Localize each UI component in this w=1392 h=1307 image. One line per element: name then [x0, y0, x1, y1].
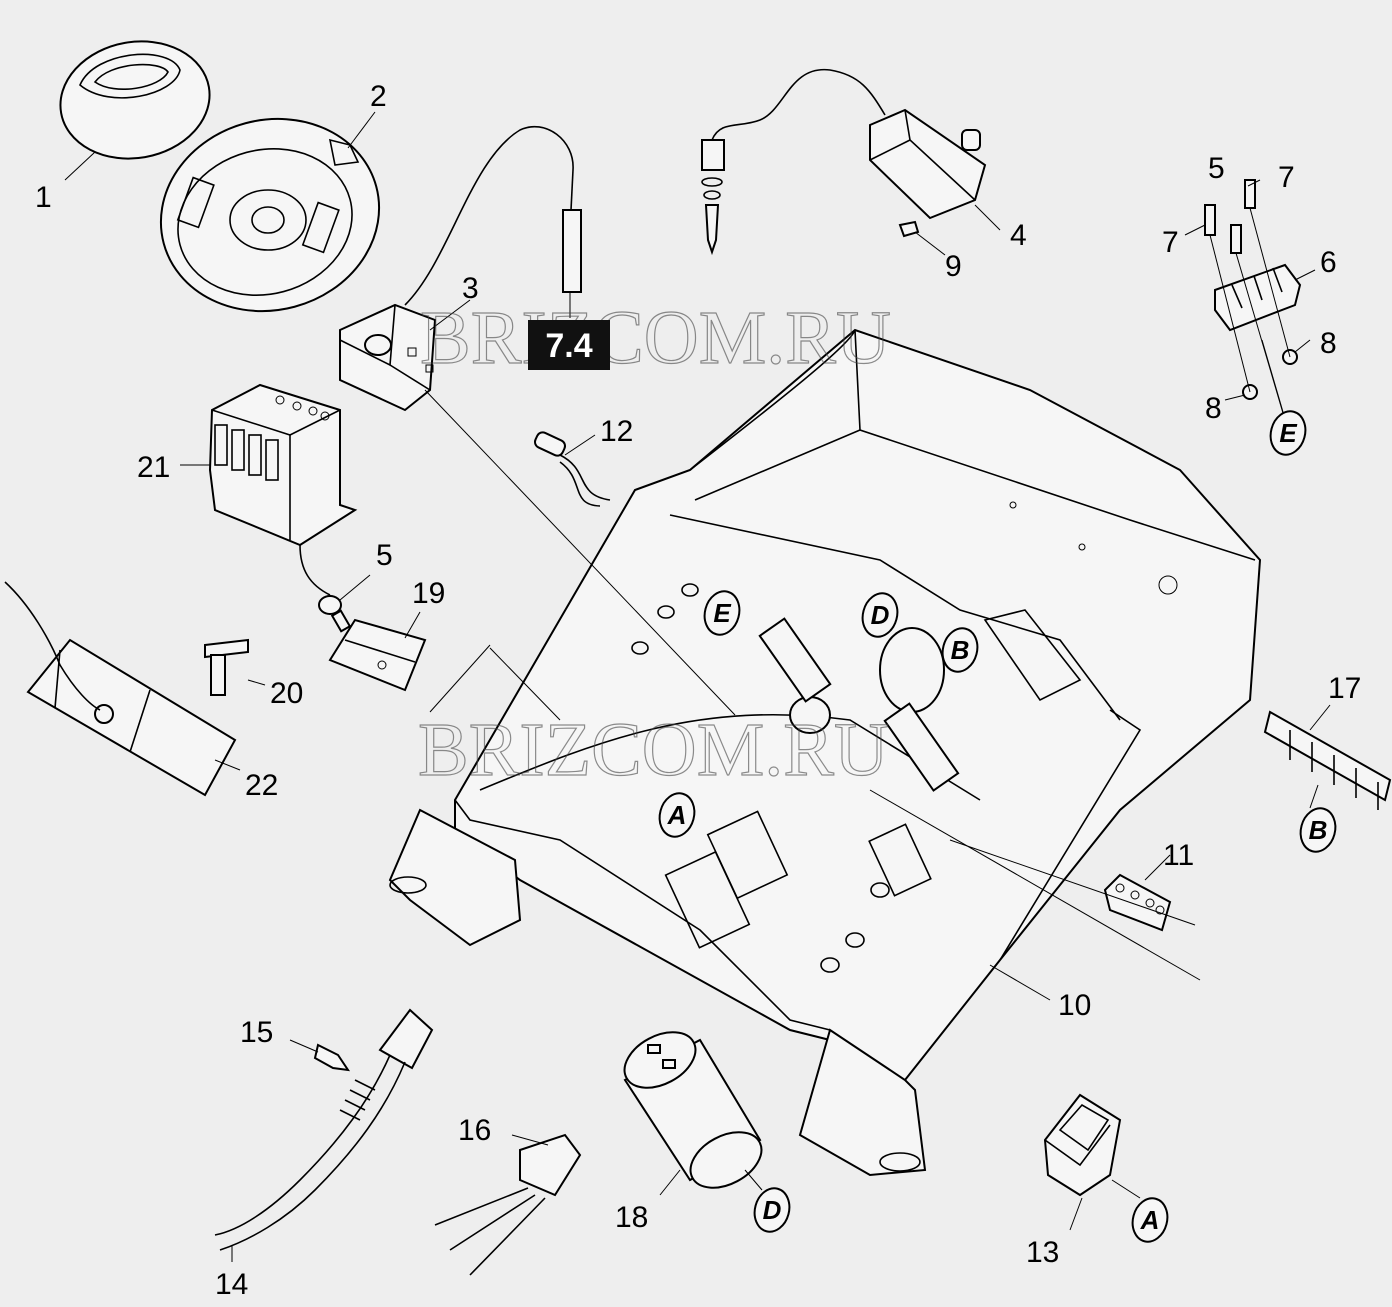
- callout-5-top: 5: [1208, 152, 1225, 185]
- callout-15: 15: [240, 1016, 273, 1049]
- connector-letter-a-switch: A: [1140, 1205, 1160, 1235]
- power-cable-part-14: [214, 1008, 434, 1251]
- callout-4: 4: [1010, 219, 1027, 252]
- callout-9: 9: [945, 250, 962, 283]
- callout-labels: 1 2 3 4 5 5 6 7 7 8 8 9 10 11 12 13 14 1…: [35, 80, 1361, 1301]
- connector-marker-a-housing: [658, 792, 696, 838]
- callout-2: 2: [370, 80, 387, 113]
- terminal-part-11: [1103, 873, 1172, 932]
- plug-part-15: [313, 1043, 351, 1072]
- callout-8-left: 8: [1205, 392, 1222, 425]
- callout-12: 12: [600, 415, 633, 448]
- filter-part-16: [434, 1133, 582, 1276]
- connector-letter-b-strip: B: [1309, 815, 1328, 845]
- connector-letter-e-housing: E: [713, 598, 731, 628]
- leader-lines: [64, 111, 1331, 1262]
- reference-tag-text: 7.4: [545, 327, 592, 365]
- connector-letter-d-housing: D: [871, 600, 890, 630]
- callout-22: 22: [245, 769, 278, 802]
- capacitor-part-18: [623, 1031, 763, 1189]
- connector-marker-d-housing: [861, 592, 899, 638]
- callout-11: 11: [1163, 839, 1194, 872]
- connector-marker-a-switch: [1131, 1197, 1169, 1243]
- connector-letter-a-housing: A: [667, 800, 687, 830]
- thermostat-part-3: [339, 125, 582, 412]
- contactor-part-21: [208, 383, 358, 596]
- screw-part-5: [318, 595, 352, 633]
- callout-19: 19: [412, 577, 445, 610]
- watermark-middle: BRIZCOM.RU: [418, 708, 889, 792]
- connector-marker-d-capacitor: [753, 1187, 791, 1233]
- callout-17: 17: [1328, 672, 1361, 705]
- watermark-top: BRIZCOM.RU: [420, 296, 891, 380]
- reference-tag: 7.4: [528, 320, 610, 370]
- pressure-switch-part-4: [701, 69, 987, 256]
- rocker-switch-part-13: [1043, 1093, 1122, 1197]
- callout-21: 21: [137, 451, 170, 484]
- dial-plate-part-2: [159, 117, 381, 313]
- callout-1: 1: [35, 181, 52, 214]
- connector-marker-e-housing: [703, 590, 741, 636]
- heating-element-part-22: [4, 581, 237, 797]
- connector-marker-b-strip: [1299, 807, 1337, 853]
- callout-18: 18: [615, 1201, 648, 1234]
- callout-7-right: 7: [1278, 161, 1295, 194]
- clip-part-19: [328, 618, 427, 692]
- connector-marker-b-housing: [941, 627, 979, 673]
- callout-13: 13: [1026, 1236, 1059, 1269]
- callout-5-bottom: 5: [376, 539, 393, 572]
- terminal-strip-part-17: [1263, 710, 1392, 810]
- connector-markers: E D B A E B D A: [658, 339, 1337, 1243]
- connector-letter-e-terminal: E: [1279, 418, 1297, 448]
- callout-3: 3: [462, 272, 479, 305]
- callout-6: 6: [1320, 246, 1337, 279]
- bolt-part-20: [204, 638, 249, 696]
- terminal-block-part-6: [1204, 179, 1302, 421]
- callout-8-right: 8: [1320, 327, 1337, 360]
- connector-letter-d-capacitor: D: [763, 1195, 782, 1225]
- callout-10: 10: [1058, 989, 1091, 1022]
- connector-letter-b-housing: B: [951, 635, 970, 665]
- callout-14: 14: [215, 1268, 248, 1301]
- housing-part-10: [388, 328, 1262, 1177]
- connector-marker-e-terminal: [1269, 410, 1307, 456]
- callout-20: 20: [270, 677, 303, 710]
- sensor-part-12: [533, 431, 611, 507]
- callout-7-left: 7: [1162, 226, 1179, 259]
- callout-16: 16: [458, 1114, 491, 1147]
- knob-part-1: [59, 40, 211, 160]
